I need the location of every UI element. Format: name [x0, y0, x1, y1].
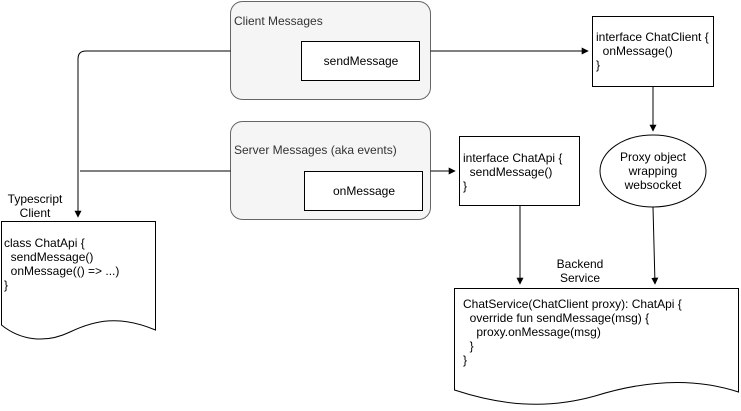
typescript-client-document	[1, 221, 156, 340]
backend-service-caption: Backend Service	[545, 257, 615, 285]
on-message-box	[304, 171, 423, 211]
backend-code-line: ChatService(ChatClient proxy): ChatApi {	[463, 297, 682, 311]
chat-api-line: interface ChatApi {	[463, 151, 563, 165]
proxy-object-text: Proxy object wrapping websocket	[603, 150, 703, 192]
typescript-caption-line: Client	[19, 206, 51, 220]
on-message-label: onMessage	[332, 184, 396, 198]
typescript-code-line: class ChatApi {	[4, 236, 85, 250]
typescript-client-caption: Typescript Client	[0, 192, 70, 220]
client-messages-to-typescript-client-arrow	[74, 50, 231, 218]
send-message-label: sendMessage	[323, 54, 399, 68]
proxy-line: wrapping	[628, 164, 678, 178]
chat-client-line: interface ChatClient {	[596, 30, 709, 44]
send-message-box	[301, 41, 420, 81]
server-messages-title: Server Messages (aka events)	[234, 143, 397, 157]
chat-api-line: }	[463, 179, 468, 193]
backend-code-line: proxy.onMessage(msg)	[463, 325, 601, 339]
backend-service-code: ChatService(ChatClient proxy): ChatApi {…	[463, 297, 682, 367]
chat-client-line: onMessage()	[596, 44, 673, 58]
typescript-code-line: sendMessage()	[4, 250, 94, 264]
chat-api-interface-text: interface ChatApi { sendMessage() }	[463, 151, 562, 193]
backend-code-line: override fun sendMessage(msg) {	[463, 311, 650, 325]
backend-service-document	[454, 288, 739, 405]
proxy-line: Proxy object	[619, 150, 687, 164]
chat-api-interface-box	[459, 136, 580, 206]
chat-client-interface-text: interface ChatClient { onMessage() }	[596, 30, 709, 72]
backend-code-line: }	[463, 353, 468, 367]
backend-caption-line: Backend	[556, 257, 604, 271]
typescript-code-line: onMessage(() => ...)	[4, 264, 120, 278]
typescript-caption-line: Typescript	[7, 192, 63, 206]
chat-api-line: sendMessage()	[463, 165, 553, 179]
chat-client-line: }	[596, 58, 601, 72]
typescript-code-line: }	[4, 278, 9, 292]
proxy-line: websocket	[624, 178, 682, 192]
backend-caption-line: Service	[559, 271, 600, 285]
client-messages-title: Client Messages	[234, 14, 323, 28]
typescript-client-code: class ChatApi { sendMessage() onMessage(…	[4, 236, 119, 292]
chat-client-interface-box	[592, 16, 714, 87]
backend-code-line: }	[463, 339, 474, 353]
proxy-to-backend-arrow	[651, 206, 659, 285]
